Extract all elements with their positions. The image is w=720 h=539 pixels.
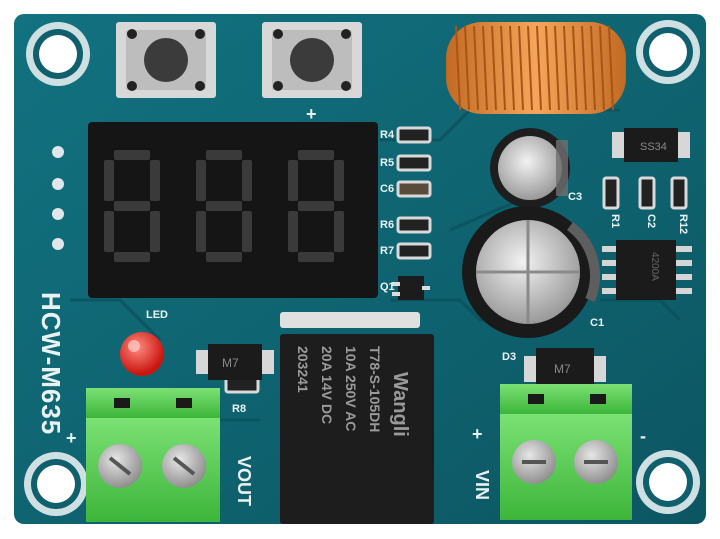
svg-text:4200A: 4200A	[649, 252, 660, 281]
mounting-hole-top-left	[26, 22, 90, 86]
svg-text:SS34: SS34	[640, 141, 667, 153]
silk-r1: R1	[609, 214, 621, 228]
relay: Wangli T78-S-105DH 10A 250V AC 20A 14V D…	[280, 312, 434, 524]
silk-d3: D3	[502, 351, 516, 363]
mounting-hole-top-right	[636, 20, 700, 84]
push-button-right[interactable]	[262, 22, 362, 98]
mounting-hole-bottom-right	[636, 450, 700, 514]
silk-r6: R6	[380, 219, 394, 231]
silk-r5: R5	[380, 157, 394, 169]
silk-plus-top: +	[306, 104, 317, 124]
silk-minus-vin: -	[640, 426, 646, 446]
relay-model: T78-S-105DH	[367, 346, 383, 432]
silk-c6: C6	[380, 183, 394, 195]
capacitor-small	[490, 128, 570, 208]
silk-c1: C1	[590, 317, 604, 329]
inductor-coil	[446, 22, 626, 114]
silk-c2: C2	[645, 214, 657, 228]
relay-rating2: 20A 14V DC	[319, 346, 335, 424]
relay-brand: Wangli	[389, 372, 411, 437]
digit-1	[104, 150, 160, 262]
mounting-hole-bottom-left	[24, 452, 88, 516]
push-button-left[interactable]	[116, 22, 216, 98]
digit-2	[196, 150, 252, 262]
capacitor-large	[462, 206, 600, 338]
silk-r8: R8	[232, 403, 246, 415]
model-label: HCW-M635	[36, 292, 66, 435]
silk-plus-vin: +	[472, 424, 483, 444]
silk-vin: VIN	[472, 470, 492, 500]
silk-q1: Q1	[380, 281, 395, 293]
smd-components	[224, 126, 688, 394]
seven-segment-display	[88, 122, 378, 298]
red-led	[120, 332, 164, 376]
diode-ss34: SS34	[612, 128, 690, 162]
relay-code: 203241	[295, 346, 311, 393]
diode-m7-right: M7	[524, 348, 606, 388]
relay-rating1: 10A 250V AC	[343, 346, 359, 431]
svg-text:M7: M7	[222, 356, 239, 370]
silk-vout: VOUT	[234, 456, 254, 506]
transistor-q1	[392, 276, 430, 300]
terminal-vin[interactable]	[500, 384, 632, 520]
silk-plus-left: +	[66, 428, 77, 448]
ic-chip: 4200A	[602, 240, 692, 300]
silk-r12: R12	[677, 214, 689, 234]
silk-c3: C3	[568, 191, 582, 203]
header-pins	[52, 146, 64, 250]
silk-r4: R4	[380, 129, 395, 141]
svg-text:M7: M7	[554, 362, 571, 376]
terminal-vout[interactable]	[86, 388, 220, 522]
silk-r7: R7	[380, 245, 394, 257]
digit-3	[288, 150, 344, 262]
silk-led: LED	[146, 309, 168, 321]
diode-m7-left: M7	[196, 344, 274, 380]
